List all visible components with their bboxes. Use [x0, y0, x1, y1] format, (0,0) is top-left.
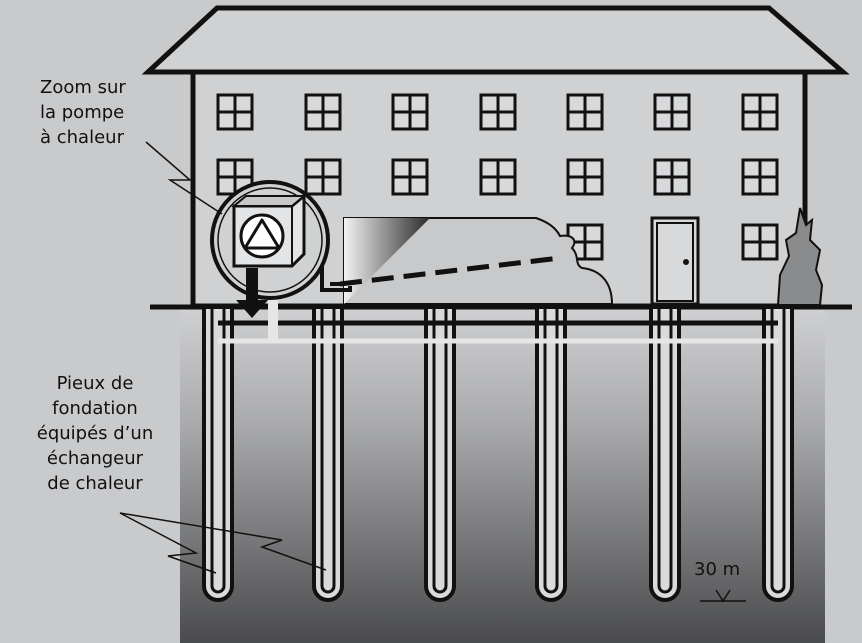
- window-icon: [741, 93, 779, 131]
- foundation-pile: [649, 309, 681, 602]
- heat-pump-zoom-label: Zoom sur la pompe à chaleur: [40, 75, 126, 150]
- foundation-piles-label: Pieux de fondation équipés d’un échangeu…: [10, 371, 180, 496]
- foundation-piles: [202, 309, 794, 602]
- label-line: Zoom sur: [40, 77, 126, 98]
- foundation-pile: [312, 309, 344, 602]
- door-icon: [650, 216, 700, 306]
- manifold-pipes: [218, 320, 778, 344]
- label-line: échangeur: [46, 448, 144, 469]
- foundation-pile: [762, 309, 794, 602]
- ground: [180, 308, 825, 643]
- shrub-icon: [776, 207, 824, 306]
- label-line: de chaleur: [47, 473, 143, 494]
- window-icon: [216, 93, 254, 131]
- window-icon: [479, 158, 517, 196]
- window-icon: [653, 158, 691, 196]
- foundation-pile: [202, 309, 234, 602]
- heat-pump-zoom: [210, 180, 330, 318]
- windows: [216, 93, 779, 261]
- label-line: à chaleur: [40, 127, 124, 148]
- piles-callout-lines: [119, 512, 327, 574]
- label-line: la pompe: [40, 102, 125, 123]
- window-icon: [304, 93, 342, 131]
- zoom-callout-line: [145, 141, 223, 215]
- label-line: fondation: [52, 398, 138, 419]
- window-icon: [741, 223, 779, 261]
- roof: [141, 5, 850, 75]
- depth-marker-icon: [700, 589, 746, 603]
- depth-label: 30 m: [694, 559, 741, 580]
- window-icon: [566, 93, 604, 131]
- window-icon: [653, 93, 691, 131]
- window-icon: [479, 93, 517, 131]
- heat-pump-icon: [231, 192, 307, 268]
- window-icon: [391, 158, 429, 196]
- window-icon: [304, 158, 342, 196]
- label-line: Pieux de: [56, 373, 134, 394]
- window-icon: [741, 158, 779, 196]
- label-line: équipés d’un: [36, 423, 154, 444]
- window-icon: [391, 93, 429, 131]
- building-cutaway: [343, 217, 614, 305]
- foundation-pile: [424, 309, 456, 602]
- foundation-pile: [535, 309, 567, 602]
- window-icon: [566, 158, 604, 196]
